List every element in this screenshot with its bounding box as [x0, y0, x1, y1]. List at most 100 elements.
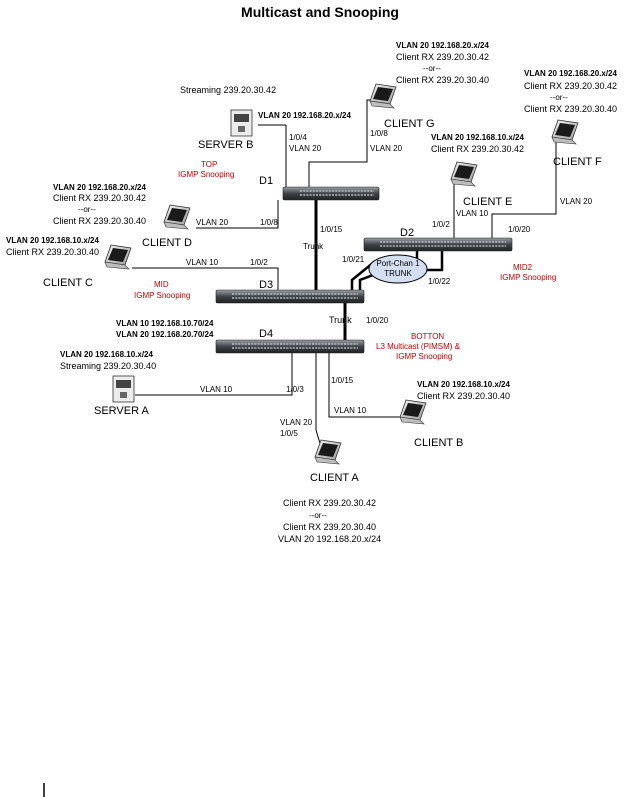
switch-d2: [363, 237, 513, 252]
d3-role-line1: MID: [154, 280, 169, 289]
laptop-client-c-icon: [104, 244, 132, 270]
d3-d4-port: 1/0/20: [366, 316, 389, 325]
server-b-name: SERVER B: [198, 139, 253, 151]
client-d-rx1: Client RX 239.20.30.42: [53, 193, 146, 203]
server-b-icon: [230, 109, 253, 137]
client-d-rx2: Client RX 239.20.30.40: [53, 216, 146, 226]
d1-clientd-port: 1/0/8: [260, 218, 278, 227]
link-clientc-d3: [132, 267, 279, 290]
client-f-rx2: Client RX 239.20.30.40: [524, 104, 617, 114]
client-f-vlan: VLAN 20 192.168.20.x/24: [524, 69, 618, 78]
server-a-stream: Streaming 239.20.30.40: [60, 361, 156, 371]
client-g-rx1: Client RX 239.20.30.42: [396, 52, 489, 62]
d2-pc-top-port: 1/0/21: [342, 255, 365, 264]
client-g-rx2: Client RX 239.20.30.40: [396, 75, 489, 85]
client-g-or: --or--: [423, 64, 441, 73]
d2-pc-bottom-port: 1/0/22: [428, 277, 451, 286]
client-e-rx: Client RX 239.20.30.42: [431, 144, 524, 154]
client-b-vlan: VLAN 20 192.168.10.x/24: [417, 380, 511, 389]
d3-d4-trunk-label: Trunk: [329, 315, 352, 325]
client-a-or: --or--: [309, 511, 327, 520]
d1-clientg-vlan: VLAN 20: [370, 144, 403, 153]
laptop-client-d-icon: [163, 204, 191, 230]
client-a-rx2: Client RX 239.20.30.40: [283, 522, 376, 532]
d4-servera-vlan: VLAN 10: [200, 385, 233, 394]
client-b-rx: Client RX 239.20.30.40: [417, 391, 510, 401]
link-clientd-d1: [196, 200, 279, 229]
port-channel-trunk-label: TRUNK: [384, 269, 412, 278]
server-a-icon: [112, 375, 135, 403]
d4-clientb-port: 1/0/15: [331, 376, 354, 385]
client-a-rx1: Client RX 239.20.30.42: [283, 498, 376, 508]
server-a-vlan: VLAN 20 192.168.10.x/24: [60, 350, 154, 359]
client-b-name: CLIENT B: [414, 437, 463, 449]
d3-clientc-vlan: VLAN 10: [186, 258, 219, 267]
d1-serverb-port: 1/0/4: [289, 133, 307, 142]
links: [132, 99, 557, 451]
d4-vlan20: VLAN 20 192.168.20.70/24: [116, 330, 214, 339]
d1-role-line2: IGMP Snooping: [178, 170, 234, 179]
d4-clienta-port: 1/0/5: [280, 429, 298, 438]
d4-servera-port: 1/0/3: [286, 385, 304, 394]
server-b-stream: Streaming 239.20.30.42: [180, 85, 276, 95]
d3-clientc-port: 1/0/2: [250, 258, 268, 267]
client-g-name: CLIENT G: [384, 118, 435, 130]
client-d-vlan: VLAN 20 192.168.20.x/24: [53, 183, 147, 192]
link-servera-d4: [135, 353, 293, 396]
client-a-vlan: VLAN 20 192.168.20.x/24: [278, 534, 381, 544]
client-e-name: CLIENT E: [463, 196, 512, 208]
server-a-name: SERVER A: [94, 405, 149, 417]
d1-serverb-vlan: VLAN 20: [289, 144, 322, 153]
client-c-rx: Client RX 239.20.30.40: [6, 247, 99, 257]
link-clientg-d1: [308, 99, 373, 187]
d1-clientd-vlan: VLAN 20: [196, 218, 229, 227]
d3-role-line2: IGMP Snooping: [134, 291, 190, 300]
d2-cliente-vlan: VLAN 10: [456, 209, 489, 218]
d4-name: D4: [259, 328, 273, 340]
diagram-title: Multicast and Snooping: [241, 4, 399, 20]
client-f-name: CLIENT F: [553, 156, 602, 168]
d2-role-line2: IGMP Snooping: [500, 273, 556, 282]
d1-d3-port: 1/0/15: [320, 225, 343, 234]
d4-clienta-vlan: VLAN 20: [280, 418, 313, 427]
d1-d3-trunk-label: Trunk: [303, 242, 324, 251]
client-c-vlan: VLAN 20 192.168.10.x/24: [6, 236, 100, 245]
client-g-vlan: VLAN 20 192.168.20.x/24: [396, 41, 490, 50]
d1-clientg-port: 1/0/8: [370, 129, 388, 138]
d4-clientb-vlan: VLAN 10: [334, 406, 367, 415]
d2-cliente-port: 1/0/2: [432, 220, 450, 229]
laptop-client-f-icon: [551, 119, 579, 145]
laptop-client-b-icon: [399, 399, 427, 425]
switch-d4: [215, 339, 365, 354]
d2-clientf-port: 1/0/20: [508, 225, 531, 234]
d2-role-line1: MID2: [513, 263, 533, 272]
client-e-vlan: VLAN 20 192.168.10.x/24: [431, 133, 525, 142]
client-d-or: --or--: [78, 205, 96, 214]
server-b-vlan: VLAN 20 192.168.20.x/24: [258, 111, 352, 120]
switch-d1: [282, 186, 380, 201]
port-channel-ellipse: [368, 254, 428, 284]
client-f-or: --or--: [550, 93, 568, 102]
d4-role-line3: IGMP Snooping: [396, 352, 452, 361]
client-d-name: CLIENT D: [142, 237, 192, 249]
d1-role-line1: TOP: [201, 160, 217, 169]
d1-name: D1: [259, 175, 273, 187]
link-clientb-d4: [328, 353, 405, 418]
d4-vlan10: VLAN 10 192.168.10.70/24: [116, 319, 214, 328]
d4-role-line2: L3 Multicast (PIMSM) &: [376, 342, 461, 351]
client-a-name: CLIENT A: [310, 472, 359, 484]
port-channel-label: Port-Chan 1: [376, 259, 420, 268]
client-f-rx1: Client RX 239.20.30.42: [524, 81, 617, 91]
client-c-name: CLIENT C: [43, 277, 93, 289]
d2-name: D2: [400, 227, 414, 239]
link-clientf-d2: [491, 142, 557, 238]
link-clienta-d4: [315, 353, 323, 451]
laptop-client-a-icon: [314, 439, 342, 465]
laptop-client-g-icon: [369, 83, 397, 109]
switch-d3: [215, 289, 365, 304]
laptop-client-e-icon: [450, 161, 478, 187]
d3-name: D3: [259, 279, 273, 291]
d2-clientf-vlan: VLAN 20: [560, 197, 593, 206]
d4-role-line1: BOTTON: [411, 332, 444, 341]
